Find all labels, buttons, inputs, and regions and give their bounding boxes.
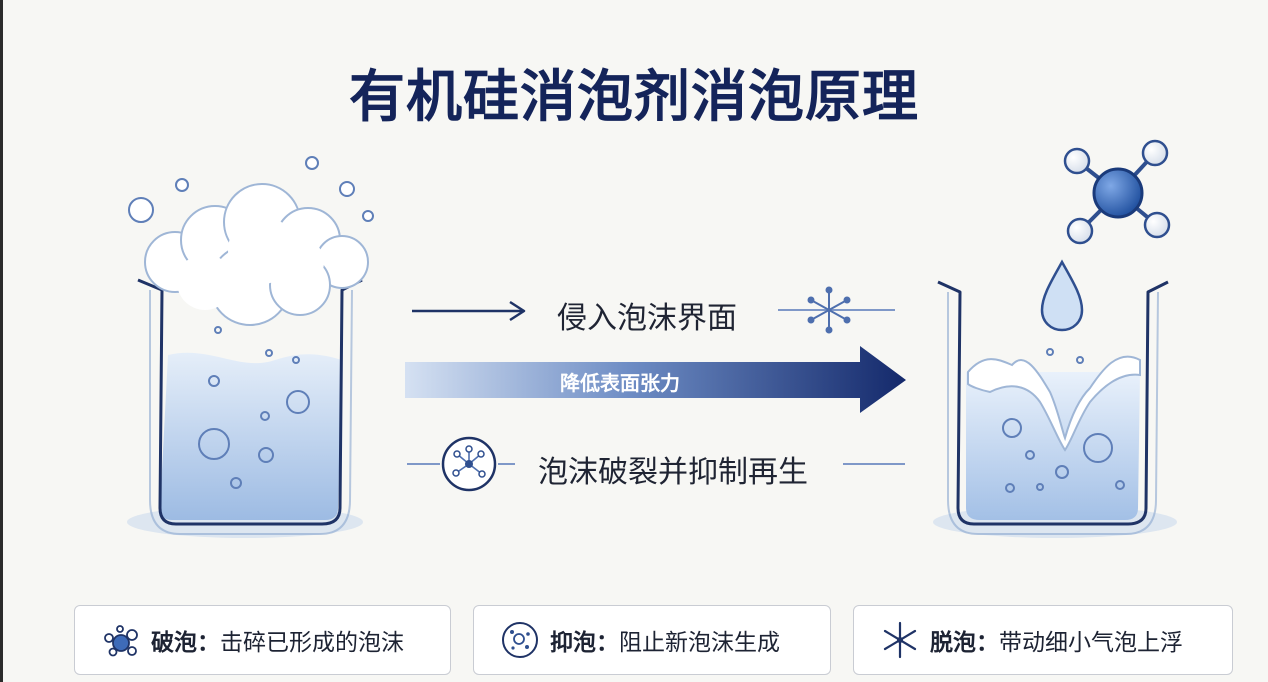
bubble-network-icon: [441, 436, 497, 492]
left-foam: [144, 183, 369, 326]
card-break-foam-term: 破泡：: [151, 630, 220, 656]
card-break-foam-desc: 击碎已形成的泡沫: [220, 630, 404, 656]
bubble-cluster-icon: [104, 625, 138, 657]
right-water: [966, 372, 1140, 520]
right-water-bubbles: [1002, 348, 1125, 493]
big-gradient-arrow: [405, 346, 906, 413]
card-degas-term: 脱泡：: [930, 630, 999, 656]
left-water: [160, 352, 342, 520]
right-beaker: [933, 139, 1177, 538]
step-break-suppress-label: 泡沫破裂并抑制再生: [538, 455, 808, 490]
left-floating-bubbles: [128, 156, 374, 223]
bottom-line: [407, 436, 905, 492]
bubble-ring-icon: [502, 622, 538, 658]
right-beaker-outline: [937, 280, 1169, 526]
card-suppress-foam-term: 抑泡：: [550, 630, 619, 656]
left-beaker-outline: [137, 278, 363, 526]
left-beaker: [127, 156, 374, 538]
card-suppress-foam: 抑泡： 阻止新泡沫生成: [473, 605, 831, 675]
card-suppress-foam-desc: 阻止新泡沫生成: [619, 630, 780, 656]
top-right-line: [778, 286, 895, 334]
top-arrow: [412, 300, 526, 322]
molecule-icon: [1063, 139, 1171, 245]
asterisk-icon: [883, 621, 917, 659]
left-water-bubbles: [198, 326, 310, 489]
card-degas-desc: 带动细小气泡上浮: [999, 630, 1183, 656]
step-lower-tension-label: 降低表面张力: [560, 371, 680, 395]
card-break-foam: 破泡： 击碎已形成的泡沫: [74, 605, 451, 675]
diagram-title: 有机硅消泡剂消泡原理: [349, 65, 919, 130]
left-edge-border: [0, 0, 3, 682]
step-invade-label: 侵入泡沫界面: [557, 301, 737, 336]
snowflake-icon: [807, 286, 851, 334]
droplet-icon: [1040, 259, 1084, 332]
right-broken-foam: [967, 355, 1141, 452]
card-degas: 脱泡： 带动细小气泡上浮: [853, 605, 1233, 675]
